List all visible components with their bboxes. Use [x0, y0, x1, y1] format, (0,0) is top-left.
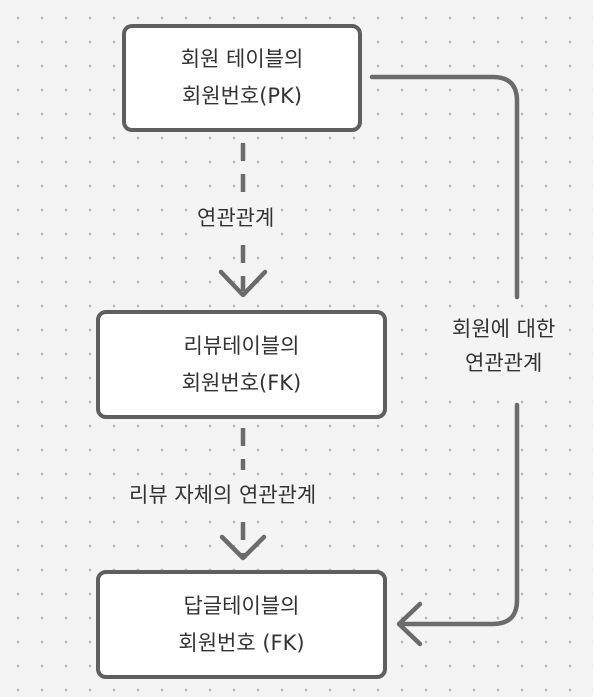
edge-label-line2: 연관관계	[465, 350, 543, 375]
arrowhead-down-icon	[219, 534, 267, 561]
edge-line-member-to-reply-bottom	[397, 402, 520, 627]
edge-label-review-to-reply: 리뷰 자체의 연관관계	[125, 479, 321, 513]
review-fk-node: 리뷰테이블의 회원번호(FK)	[96, 310, 387, 419]
node-label-line2: 회원번호(FK)	[181, 370, 302, 395]
edge-line-member-to-reply-top	[369, 74, 520, 300]
edge-label-member-to-review: 연관관계	[193, 202, 279, 236]
node-label-line1: 리뷰테이블의	[183, 333, 300, 358]
reply-fk-node: 답글테이블의 회원번호 (FK)	[96, 570, 387, 679]
node-label-line1: 답글테이블의	[183, 593, 300, 618]
node-label-line2: 회원번호 (FK)	[178, 630, 305, 655]
edge-label-line1: 회원에 대한	[452, 317, 556, 341]
node-label-line2: 회원번호(PK)	[181, 84, 303, 108]
arrowhead-down-icon	[218, 269, 268, 298]
node-label-line1: 회원 테이블의	[180, 47, 304, 72]
arrowhead-left-icon	[396, 601, 423, 647]
member-pk-node: 회원 테이블의 회원번호(PK)	[122, 24, 362, 132]
edge-label-member-to-reply: 회원에 대한 연관관계	[448, 313, 560, 381]
